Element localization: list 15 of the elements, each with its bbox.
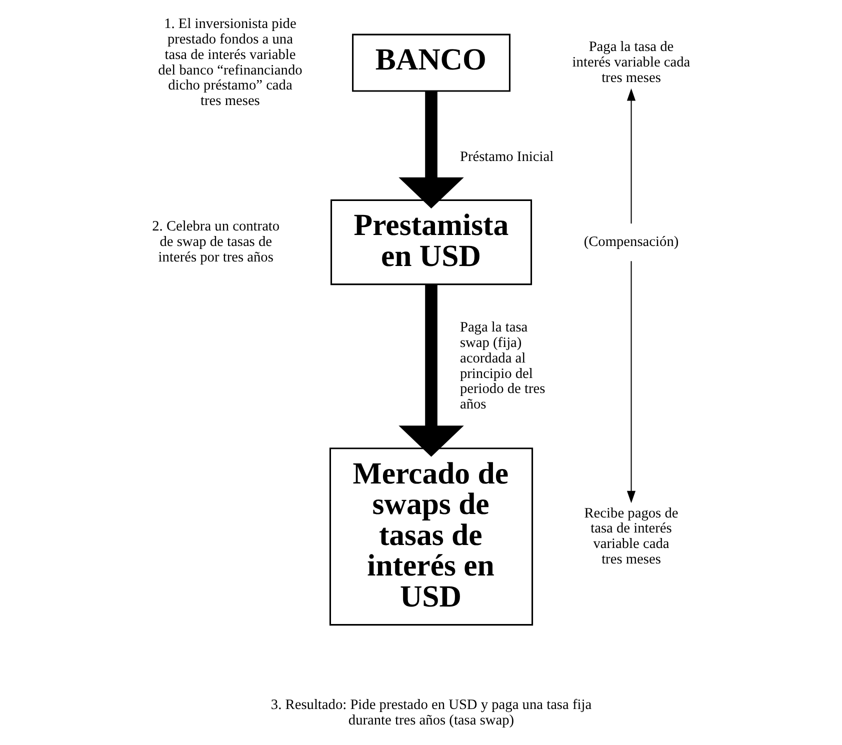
label: 3. Resultado: Pide prestado en USD y paga una tasa fija durante tres años (tasa swap) — [270, 697, 592, 728]
label: 1. El inversionista pide prestado fondos a una tasa de interés variable del banco “refinanciando dicho préstamo” cada tres meses — [158, 16, 302, 110]
node-box: Prestamista en USD — [330, 199, 532, 286]
node-text: Recibe pagos de tasa de interés variable cada tres meses — [584, 505, 678, 568]
node-text: (Compensación) — [584, 234, 679, 250]
arrow — [626, 261, 636, 504]
node-text: Paga la tasa de interés variable cada tres meses — [572, 39, 690, 86]
arrow — [626, 88, 636, 224]
arrow — [398, 91, 464, 208]
node-box: Mercado de swaps de tasas de interés en USD — [329, 448, 534, 626]
arrow — [398, 284, 464, 457]
edge-label: Préstamo Inicial — [460, 148, 554, 165]
node-box: BANCO — [352, 34, 510, 92]
edge-label: Paga la tasa swap (fija) acordada al principio del periodo de tres años — [460, 320, 546, 413]
label: 2. Celebra un contrato de swap de tasas de interés por tres años — [152, 218, 280, 266]
